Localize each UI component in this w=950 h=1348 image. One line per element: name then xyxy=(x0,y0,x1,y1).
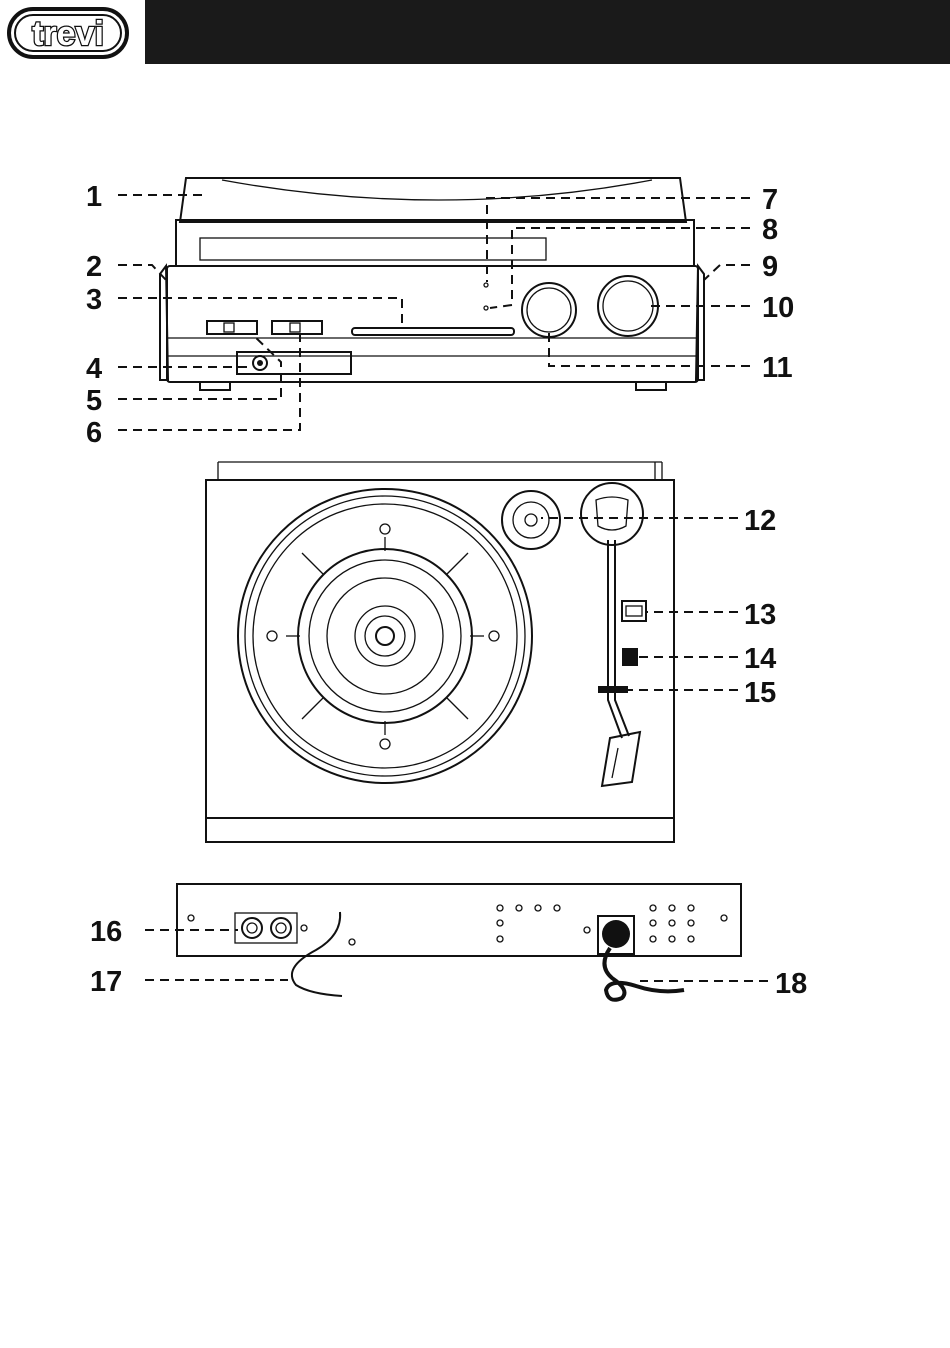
top-body xyxy=(206,480,674,842)
callout-12: 12 xyxy=(744,505,776,537)
power-cord-plug xyxy=(602,920,630,948)
led-2 xyxy=(484,306,488,310)
cartridge xyxy=(602,732,640,786)
knob-small xyxy=(522,283,576,337)
callout-15: 15 xyxy=(744,677,776,709)
lift-lever xyxy=(622,648,638,666)
knob-large xyxy=(598,276,658,336)
adapter-45 xyxy=(502,491,560,549)
callout-11: 11 xyxy=(762,352,793,384)
callout-3: 3 xyxy=(86,284,102,316)
cabinet-top xyxy=(176,220,694,266)
foot-right xyxy=(636,382,666,390)
callout-14: 14 xyxy=(744,643,776,675)
ground-wire xyxy=(292,912,342,996)
callout-6: 6 xyxy=(86,417,102,449)
callout-1: 1 xyxy=(86,181,102,213)
rca-panel xyxy=(235,913,297,943)
cd-slot xyxy=(352,328,514,335)
led-1 xyxy=(484,283,488,287)
arm-clip xyxy=(598,686,628,693)
rca-right xyxy=(271,918,291,938)
callout-10: 10 xyxy=(762,292,794,324)
jack-panel xyxy=(237,352,351,374)
rear-body xyxy=(177,884,741,956)
foot-left xyxy=(200,382,230,390)
front-view: 1 2 3 4 5 6 7 8 9 10 11 xyxy=(86,178,794,449)
tonearm-base xyxy=(581,483,643,545)
callout-18: 18 xyxy=(775,968,807,1000)
callout-8: 8 xyxy=(762,214,778,246)
callout-13: 13 xyxy=(744,599,776,631)
callout-2: 2 xyxy=(86,251,102,283)
rear-view: 16 17 18 xyxy=(90,884,807,1000)
callout-16: 16 xyxy=(90,916,122,948)
top-view: 12 13 14 15 xyxy=(206,462,776,842)
callout-7: 7 xyxy=(762,184,778,216)
callout-17: 17 xyxy=(90,966,122,998)
callout-4: 4 xyxy=(86,353,102,385)
rca-left xyxy=(242,918,262,938)
spindle xyxy=(376,627,394,645)
callout-9: 9 xyxy=(762,251,778,283)
callout-5: 5 xyxy=(86,385,102,417)
